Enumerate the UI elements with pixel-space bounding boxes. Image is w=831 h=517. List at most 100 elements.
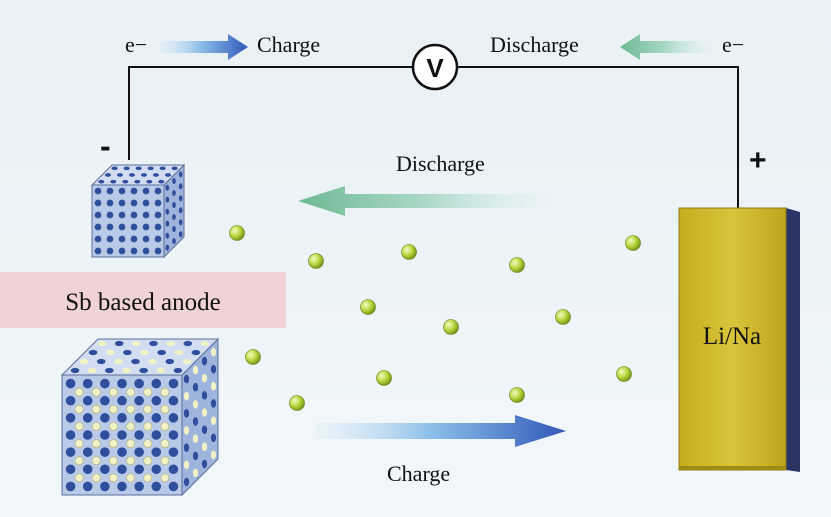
cube-atom <box>118 211 126 219</box>
cube-atom <box>154 187 162 195</box>
inserted-ion <box>126 456 136 466</box>
cube-atom <box>106 187 114 195</box>
cube-atom <box>105 349 115 356</box>
cube-atom <box>128 173 136 177</box>
inserted-ion <box>160 456 170 466</box>
ion-icon <box>509 257 525 273</box>
cube-atom <box>116 173 124 177</box>
inserted-ion <box>74 421 84 431</box>
cube-atom <box>94 187 102 195</box>
cube-atom <box>82 378 93 389</box>
cube-atom <box>94 235 102 243</box>
cube-atom <box>100 481 110 492</box>
cube-atom <box>201 356 208 366</box>
cube-atom <box>192 365 199 375</box>
cube-atom <box>134 395 144 406</box>
cube-atom <box>151 430 162 440</box>
cube-atom <box>154 199 162 207</box>
cube-atom <box>183 409 190 418</box>
cube-atom <box>178 183 183 190</box>
cube-atom <box>117 447 127 457</box>
cube-atom <box>130 211 138 219</box>
cube-atom <box>178 231 183 238</box>
cube-atom <box>134 413 144 423</box>
cube-atom <box>130 199 138 207</box>
cube-atom <box>117 464 127 475</box>
cube-atom <box>172 213 176 221</box>
cube-atom <box>164 173 172 177</box>
inserted-ion <box>160 421 170 431</box>
cube-atom <box>117 481 127 492</box>
inserted-ion <box>91 387 101 397</box>
inserted-ion <box>143 387 153 397</box>
cube-atom <box>168 447 179 457</box>
inserted-ion <box>74 439 84 449</box>
cube-atom <box>65 481 76 492</box>
cube-atom <box>192 417 199 426</box>
ion-icon <box>308 253 324 269</box>
inserted-ion <box>91 473 101 483</box>
cube-atom <box>139 367 148 374</box>
cube-atom <box>131 358 140 365</box>
cube-atom <box>154 235 162 243</box>
anode-label-band: Sb based anode <box>0 272 286 328</box>
inserted-ion <box>143 473 153 483</box>
cube-atom <box>159 166 166 171</box>
electron-label-right: e− <box>722 32 744 57</box>
cube-atom <box>118 235 126 243</box>
cube-atom <box>65 413 76 423</box>
inserted-ion <box>126 439 136 449</box>
cube-atom <box>191 349 201 356</box>
cube-atom <box>82 395 93 406</box>
inserted-ion <box>126 404 136 414</box>
cube-atom <box>147 166 154 171</box>
cube-atom <box>123 166 130 171</box>
inserted-ion <box>108 404 118 414</box>
inserted-ion <box>74 473 84 483</box>
inserted-ion <box>126 473 136 483</box>
cube-atom <box>154 223 162 231</box>
cube-atom <box>105 367 114 374</box>
cube-atom <box>156 367 166 374</box>
circuit-wire <box>128 66 739 208</box>
cube-atom <box>165 244 170 251</box>
cube-atom <box>183 391 190 401</box>
inserted-ion <box>143 421 153 431</box>
cube-atom <box>65 395 76 406</box>
discharge-arrow-middle <box>298 186 550 216</box>
cube-atom <box>65 378 76 389</box>
inserted-ion <box>160 439 170 449</box>
inserted-ion <box>143 456 153 466</box>
cube-atom <box>110 179 117 184</box>
cube-atom <box>183 374 190 384</box>
inserted-ion <box>91 421 101 431</box>
inserted-ion <box>160 387 170 397</box>
cube-atom <box>100 447 110 457</box>
cube-atom <box>79 358 89 365</box>
cube-atom <box>148 358 157 365</box>
cube-atom <box>172 177 176 185</box>
cube-atom <box>165 358 175 365</box>
cube-atom <box>70 367 80 374</box>
inserted-ion <box>108 421 118 431</box>
cube-atom <box>118 199 126 207</box>
cube-atom <box>210 399 217 408</box>
cube-atom <box>154 247 162 255</box>
cube-atom <box>134 447 144 457</box>
cube-atom <box>166 340 175 347</box>
discharge-label-top: Discharge <box>490 32 579 57</box>
cube-atom <box>94 211 102 219</box>
cube-atom <box>183 477 190 487</box>
cube-atom <box>140 173 148 177</box>
ion-icon <box>401 244 417 260</box>
inserted-ion <box>74 387 84 397</box>
cube-atom <box>210 450 217 460</box>
cube-atom <box>134 378 144 389</box>
cube-atom <box>171 166 178 171</box>
cube-atom <box>140 349 149 356</box>
cube-atom <box>82 430 93 440</box>
cube-atom <box>152 173 160 177</box>
cube-atom <box>117 430 127 440</box>
ion-icon <box>245 349 261 365</box>
